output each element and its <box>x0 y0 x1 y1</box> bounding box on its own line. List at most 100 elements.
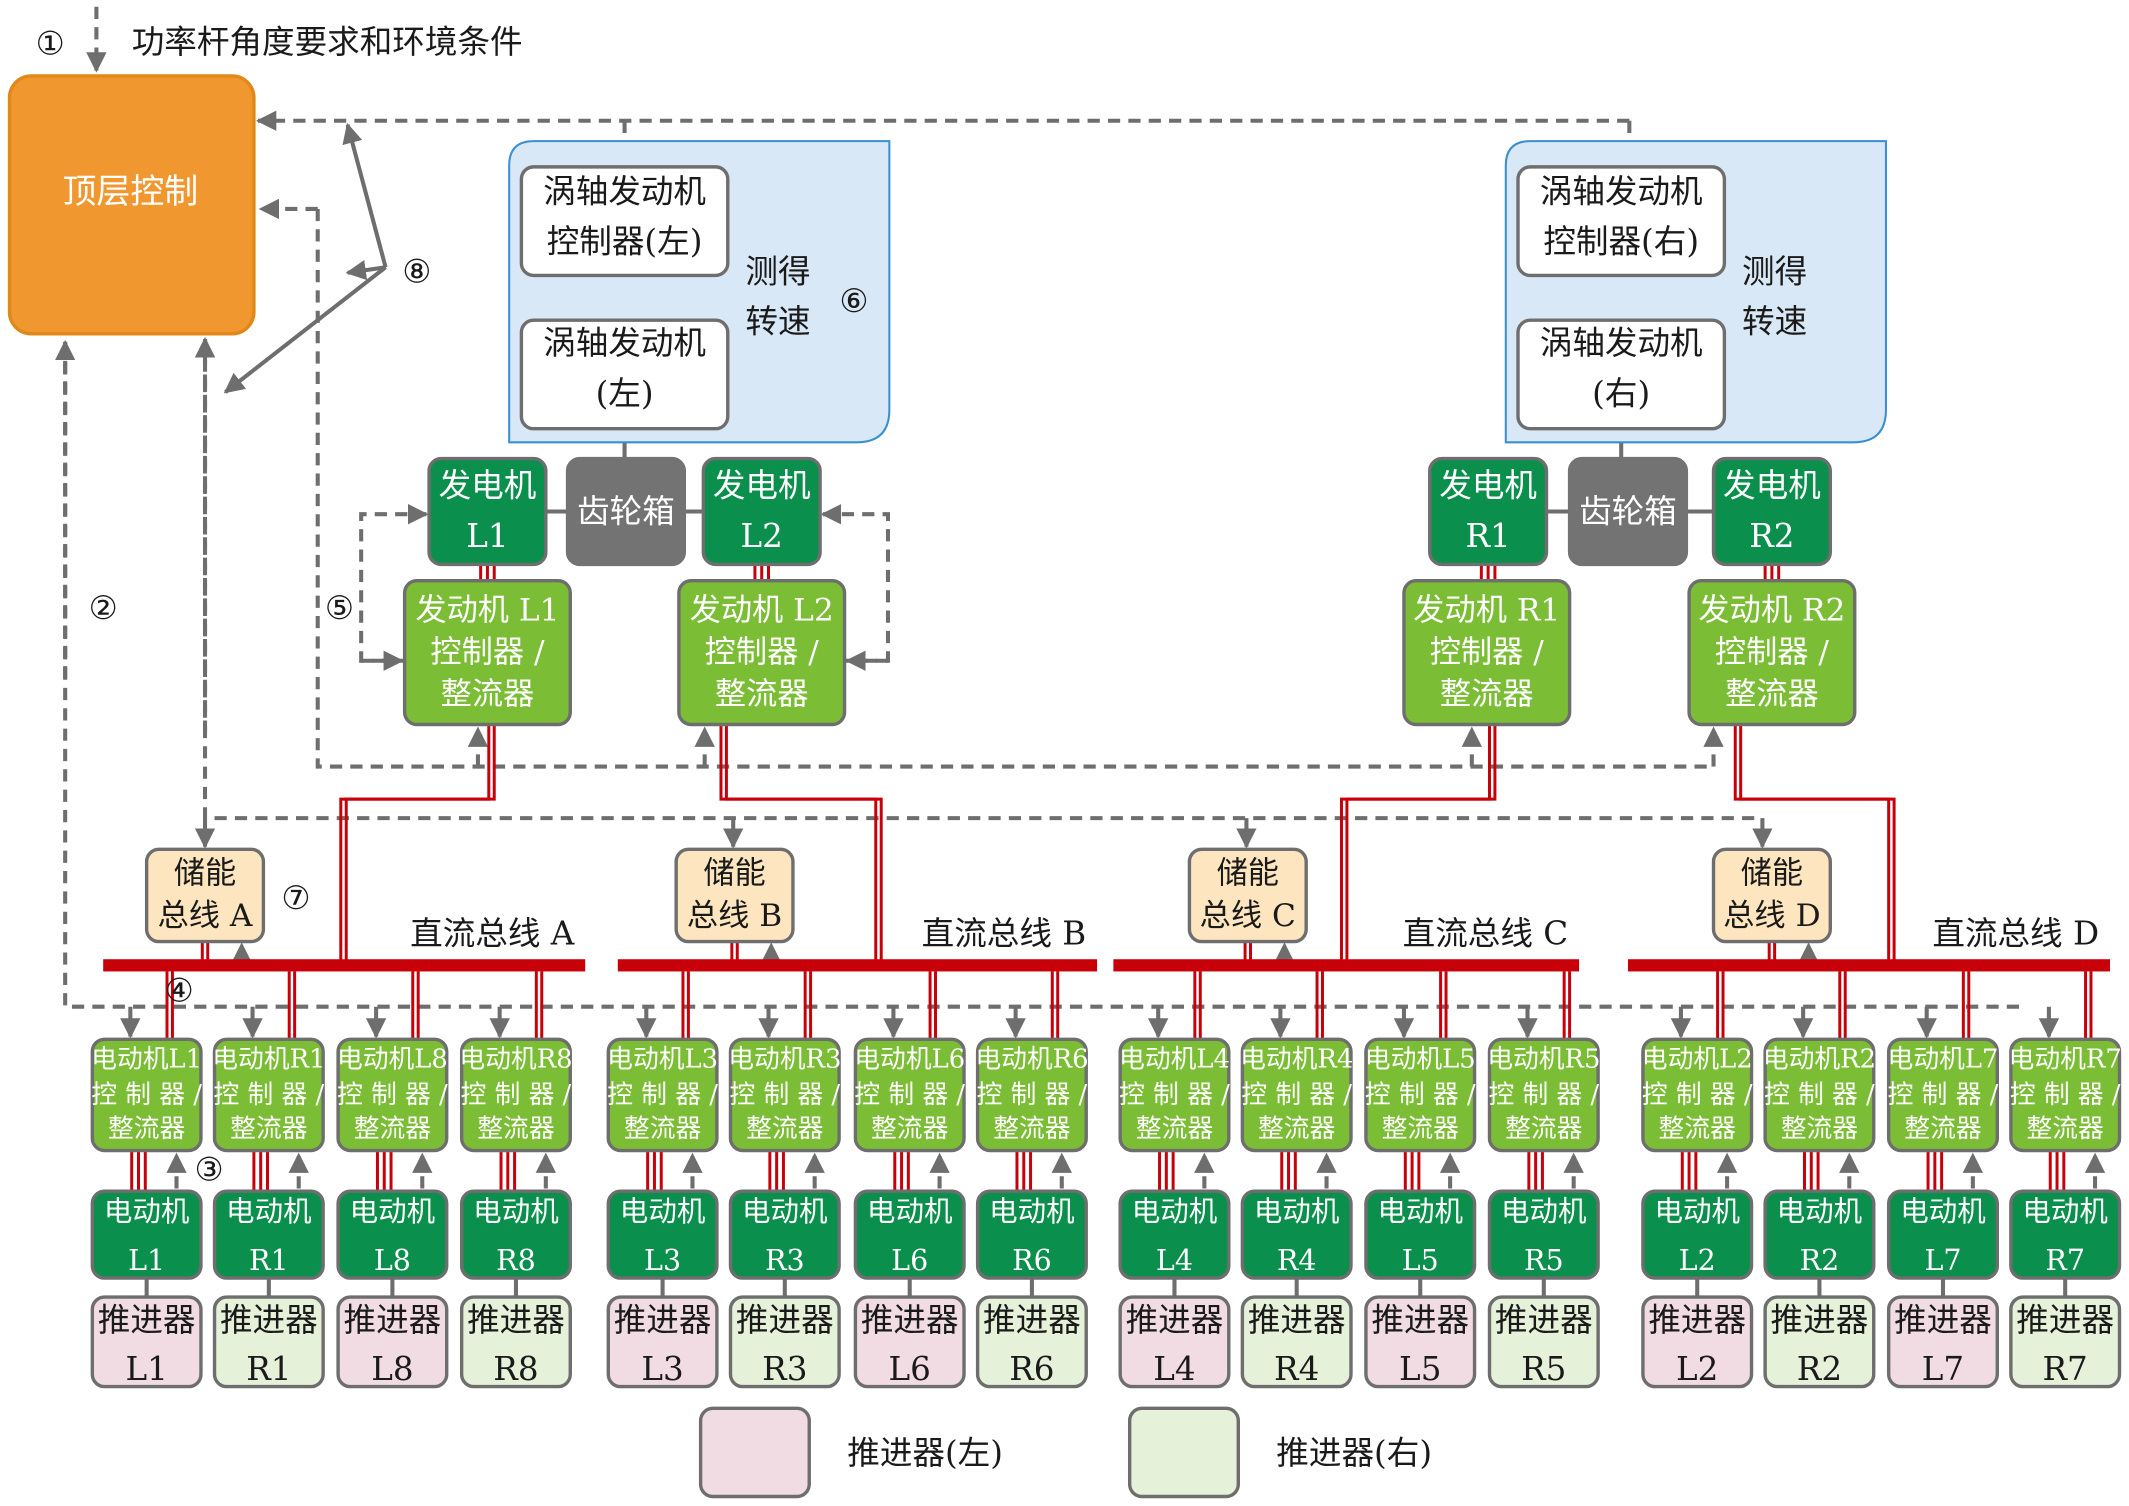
turbo-left-feedback-line2: 转速 <box>745 303 810 341</box>
motor-controller-label-line2: 控 制 器 / <box>1241 1080 1352 1110</box>
motor-id: L6 <box>891 1244 928 1277</box>
motor-controller-label-line1: 电动机L3 <box>607 1045 718 1075</box>
motor-id: R1 <box>249 1244 289 1277</box>
generator-controller-label: 发动机 L1 <box>415 593 559 629</box>
thruster-id: L7 <box>1922 1350 1964 1388</box>
generator-controller-label: 整流器 <box>441 677 535 713</box>
motor-box <box>1487 1189 1600 1280</box>
motor-controller-label-line3: 整流器 <box>477 1114 555 1144</box>
motor-label: 电动机 <box>350 1195 436 1228</box>
generator-label-line1: 发电机 <box>713 467 811 505</box>
generator-controller-label: 整流器 <box>1725 677 1819 713</box>
motor-controller-label-line3: 整流器 <box>1258 1114 1336 1144</box>
motor-controller-label-line3: 整流器 <box>1781 1114 1859 1144</box>
thruster-label: 推进器 <box>1495 1301 1593 1339</box>
motor-controller-label-line2: 控 制 器 / <box>607 1080 718 1110</box>
thruster-label: 推进器 <box>467 1301 565 1339</box>
thruster-box <box>1886 1295 1999 1389</box>
marker-8-arrow-left <box>345 260 386 281</box>
generator-label-line2: L1 <box>466 517 508 555</box>
generator-controller-label: 整流器 <box>1440 677 1534 713</box>
motor-box <box>1118 1189 1231 1280</box>
motor-controller-label-line1: 电动机L2 <box>1642 1045 1753 1075</box>
motor-phase-lines <box>768 1150 785 1192</box>
thruster-box <box>90 1295 203 1389</box>
generator-label-line1: 发电机 <box>1439 467 1537 505</box>
motor-id: R4 <box>1277 1244 1317 1277</box>
motor-box <box>728 1189 841 1280</box>
motor-controller-label-line1: 电动机R3 <box>728 1045 841 1075</box>
motor-controller-label-line1: 电动机R7 <box>2009 1045 2122 1075</box>
motor-label: 电动机 <box>1777 1195 1863 1228</box>
bus-tap-power <box>803 971 813 1040</box>
motor-controller-box <box>90 1037 203 1153</box>
thruster-id: R4 <box>1274 1350 1319 1388</box>
energy-storage-box <box>1187 847 1308 944</box>
thruster-box <box>212 1295 325 1389</box>
thruster-box <box>1641 1295 1754 1389</box>
motor-controller-label-line1: 电动机L1 <box>91 1045 202 1075</box>
signal-lines <box>54 6 2106 1298</box>
thruster-box <box>2009 1295 2122 1389</box>
thruster-box <box>336 1295 449 1389</box>
generator-label-line1: 发电机 <box>1723 467 1821 505</box>
gearbox-label: 齿轮箱 <box>1579 493 1677 531</box>
thruster-label: 推进器 <box>344 1301 442 1339</box>
motor-id: R8 <box>496 1244 536 1277</box>
bus-tap-power <box>681 971 690 1040</box>
component-boxes <box>7 74 2122 1499</box>
generator-to-controller-phases <box>753 564 770 581</box>
generator-box <box>1711 456 1832 567</box>
motor-box <box>853 1189 966 1280</box>
thruster-label: 推进器 <box>1771 1301 1869 1339</box>
motor-id: R3 <box>765 1244 805 1277</box>
turbo-right-engine-line1: 涡轴发动机 <box>1540 324 1703 362</box>
motor-phase-lines <box>2048 1150 2066 1192</box>
thruster-id: L5 <box>1399 1350 1441 1388</box>
motor-phase-lines <box>1802 1150 1820 1192</box>
turbo-left-controller-box <box>519 165 730 278</box>
generator-to-controller-phases <box>1763 564 1781 581</box>
power-conductor <box>344 724 496 962</box>
energy-storage-label: 总线 A <box>158 898 253 934</box>
motor-phase-lines <box>646 1150 663 1192</box>
generator-label-line2: L2 <box>741 517 783 555</box>
generator-controller-label: 发动机 R1 <box>1413 593 1560 629</box>
thruster-label: 推进器 <box>98 1301 196 1339</box>
thruster-id: R2 <box>1797 1350 1842 1388</box>
thruster-box <box>459 1295 572 1389</box>
motor-controller-label-line3: 整流器 <box>1382 1114 1460 1144</box>
motor-phase-lines <box>1680 1150 1698 1192</box>
motor-phase-lines <box>1926 1150 1944 1192</box>
motor-phase-lines <box>1403 1150 1421 1192</box>
energy-storage-label: 储能 <box>174 856 236 892</box>
motor-controller-box <box>606 1037 719 1153</box>
generator-box <box>701 456 822 567</box>
generator-controller-box <box>677 578 847 727</box>
motor-id: R7 <box>2045 1244 2085 1277</box>
turbo-left-controller-line1: 涡轴发动机 <box>543 172 706 210</box>
gearbox-label: 齿轮箱 <box>577 493 675 531</box>
thruster-box <box>975 1295 1088 1389</box>
turbo-left-feedback-line1: 测得 <box>745 252 810 290</box>
generator-to-controller-phases <box>479 564 496 581</box>
motor-box <box>1240 1189 1353 1280</box>
motor-controller-label-line3: 整流器 <box>624 1114 702 1144</box>
top-control-label: 顶层控制 <box>62 173 198 212</box>
turbo-right-engine-line2: (右) <box>1592 374 1650 412</box>
generator-label-line2: R1 <box>1465 517 1510 555</box>
motor-controller-label-line1: 电动机R5 <box>1487 1045 1600 1075</box>
generator-controller-label: 控制器 / <box>430 635 545 671</box>
marker-8: ⑧ <box>402 252 431 290</box>
thruster-id: L3 <box>641 1350 683 1388</box>
thruster-box <box>606 1295 719 1389</box>
bus-tap-power <box>1961 971 1971 1040</box>
motor-controller-label-line3: 整流器 <box>1659 1114 1737 1144</box>
motor-id: R5 <box>1524 1244 1564 1277</box>
motor-controller-label-line1: 电动机L5 <box>1365 1045 1476 1075</box>
motor-label: 电动机 <box>1377 1195 1463 1228</box>
motor-box <box>459 1189 572 1280</box>
motor-box <box>212 1189 325 1280</box>
motor-controller-label-line2: 控 制 器 / <box>461 1080 572 1110</box>
